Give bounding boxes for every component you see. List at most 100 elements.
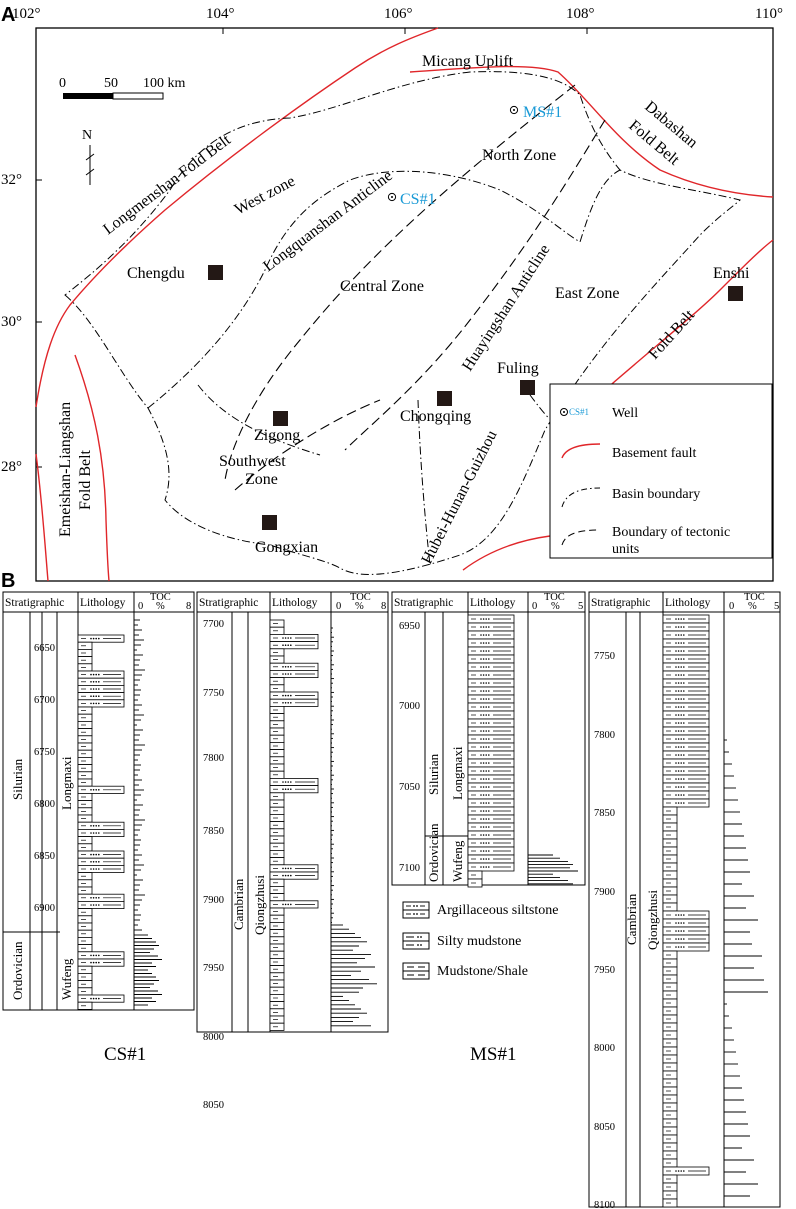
- header-toc: TOC: [544, 592, 565, 603]
- depth-label: 7900: [594, 887, 615, 898]
- lithology-mark: [480, 866, 482, 868]
- lithology-mark: [98, 868, 100, 870]
- lithology-bed: [77, 634, 125, 643]
- label-fold-belt-east: Fold Belt: [645, 306, 698, 362]
- lithology-mark: [680, 762, 682, 764]
- label-hubei: Hubei-Hunan-Guizhou: [418, 428, 500, 567]
- formation-wufeng: Wufeng: [450, 840, 465, 882]
- lithology-mark: [683, 938, 685, 940]
- lithology-mark: [680, 738, 682, 740]
- lithology-mark: [680, 730, 682, 732]
- city-enshi: Enshi: [713, 265, 750, 282]
- label-micang: Micang Uplift: [422, 53, 514, 70]
- well-name-ms1: MS#1: [470, 1044, 516, 1065]
- lithology-mark: [488, 842, 490, 844]
- lithology-mark: [485, 682, 488, 684]
- cities: Chengdu Zigong Gongxian Chongqing Fuling…: [127, 265, 750, 556]
- depth-label: 8100: [594, 1200, 615, 1209]
- lithology-mark: [482, 682, 485, 684]
- lithology-mark: [95, 868, 97, 870]
- header-pct: %: [355, 601, 364, 612]
- header-strat: Stratigraphic: [199, 597, 258, 609]
- lithology-mark: [92, 861, 95, 863]
- header-toc-max: 8: [186, 601, 191, 612]
- lithology-mark: [680, 634, 682, 636]
- lithology-mark: [92, 702, 95, 705]
- lithology-mark: [480, 626, 482, 628]
- lithology-mark: [482, 698, 485, 700]
- depth-label: 7850: [203, 826, 224, 837]
- lithology-mark: [485, 690, 488, 692]
- lithology-mark: [680, 650, 682, 652]
- lithology-mark: [683, 746, 685, 748]
- lithology-mark: [488, 722, 490, 724]
- lithology-mark: [482, 706, 485, 708]
- lithology-mark: [482, 850, 485, 852]
- header-lith: Lithology: [80, 597, 126, 609]
- lithology-mark: [90, 688, 92, 690]
- zone-southwest: Southwest: [219, 453, 286, 470]
- city-zigong: Zigong: [254, 427, 300, 444]
- zone-north: North Zone: [482, 147, 556, 164]
- lithology-mark: [488, 818, 490, 820]
- label-longmenshan: Longmenshan Fold Belt: [100, 131, 234, 238]
- lithology-mark: [680, 778, 682, 780]
- formation-wufeng: Wufeng: [59, 958, 74, 1000]
- lithology-mark: [675, 682, 677, 684]
- lithology-mark: [95, 637, 97, 640]
- lithology-mark: [683, 946, 685, 948]
- lithology-mark: [95, 853, 97, 856]
- lithology-mark: [290, 694, 292, 697]
- lithology-mark: [683, 682, 685, 684]
- lithology-mark: [677, 762, 680, 764]
- depth-label: 7750: [594, 651, 615, 662]
- lithology-mark: [482, 634, 485, 636]
- lithology-bed: [269, 785, 319, 794]
- lithology-mark: [482, 818, 485, 820]
- lithology-mark: [282, 702, 284, 704]
- lithology-mark: [680, 786, 682, 788]
- lon-tick: 110°: [755, 6, 783, 22]
- column-ms1-cambrian: Stratigraphic Lithology TOC 0 % 5 7750 7…: [588, 591, 781, 1209]
- lithology-mark: [480, 618, 482, 620]
- lithology-mark: [683, 634, 685, 636]
- lithology-mark: [677, 714, 680, 716]
- lithology-mark: [480, 858, 482, 860]
- lithology-mark: [90, 853, 92, 856]
- lithology-mark: [683, 690, 685, 692]
- lithology-mark: [290, 637, 292, 639]
- lithology-mark: [680, 626, 682, 628]
- lithology-mark: [480, 634, 482, 636]
- lithology-mark: [680, 946, 682, 948]
- lithology-mark: [98, 861, 100, 863]
- lithology-mark: [284, 666, 287, 668]
- system-silurian: Silurian: [426, 753, 441, 795]
- lithology-bed: [269, 900, 319, 909]
- lithology-mark: [683, 914, 685, 916]
- lithology-mark: [482, 618, 485, 620]
- lithology-mark: [480, 842, 482, 844]
- lithology-mark: [683, 922, 685, 924]
- header-toc: TOC: [350, 592, 371, 603]
- lithology-mark: [482, 730, 485, 732]
- lithology-bed: [77, 994, 125, 1003]
- lithology-mark: [482, 674, 485, 676]
- lithology-mark: [95, 825, 97, 827]
- header-toc: TOC: [744, 592, 765, 603]
- lithology-mark: [95, 789, 97, 791]
- lithology-mark: [482, 842, 485, 844]
- header-toc-zero: 0: [336, 601, 341, 612]
- lithology-mark: [485, 778, 488, 780]
- lithology-mark: [92, 904, 95, 906]
- lithology-mark: [282, 644, 284, 646]
- lithology-mark: [488, 730, 490, 732]
- lithology-mark: [480, 642, 482, 644]
- lithology-mark: [485, 626, 488, 628]
- lithology-mark: [680, 794, 682, 796]
- lithology-mark: [480, 674, 482, 676]
- legend-well: Well: [612, 406, 638, 421]
- lithology-mark: [90, 861, 92, 863]
- lithology-mark: [284, 867, 287, 870]
- lithology-mark: [485, 642, 488, 644]
- lithology-mark: [680, 754, 682, 756]
